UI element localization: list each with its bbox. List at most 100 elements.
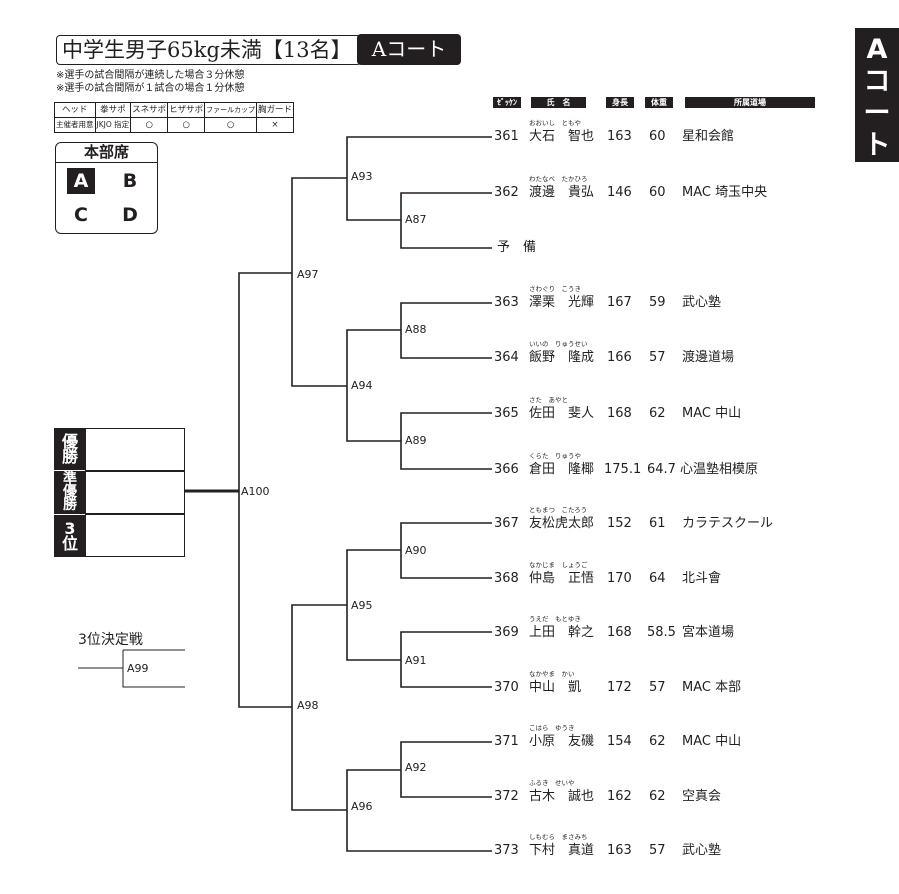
match-a95: A95 xyxy=(351,599,373,612)
entry-number: 366 xyxy=(494,462,519,477)
entry-height: 163 xyxy=(607,129,632,144)
entry-weight: 60 xyxy=(649,129,666,144)
entry-number: 369 xyxy=(494,625,519,640)
side-tab-char: ー xyxy=(863,98,891,129)
match-a88: A88 xyxy=(405,323,427,336)
entry-kana: さた あやと xyxy=(529,396,568,404)
entry-height: 163 xyxy=(607,843,632,858)
entry-name: 澤栗 光輝 xyxy=(529,295,595,310)
entry-name: 渡邊 貴弘 xyxy=(529,185,595,200)
match-a92: A92 xyxy=(405,761,427,774)
match-a98: A98 xyxy=(297,699,319,712)
result-label-first: 優勝 xyxy=(54,428,86,470)
match-a91: A91 xyxy=(405,654,427,667)
honbu-cell-d: D xyxy=(122,204,138,226)
entry-kana: ふるき せいや xyxy=(529,779,575,787)
entry-dojo: 空真会 xyxy=(682,789,722,804)
honbu-cell-b: B xyxy=(122,170,138,192)
header-zekken: ｾﾞｯｹﾝ xyxy=(493,97,521,108)
entry-number: 371 xyxy=(494,734,519,749)
entry-kana: ともまつ こたろう xyxy=(529,506,588,514)
entry-number: 365 xyxy=(494,406,519,421)
entry-number: 362 xyxy=(494,185,519,200)
entry-number: 364 xyxy=(494,350,519,365)
entry-kana: うえだ もとゆき xyxy=(529,615,581,623)
entry-dojo: 北斗會 xyxy=(682,571,722,586)
match-a93: A93 xyxy=(351,170,373,183)
honbu-cell-c: C xyxy=(74,204,88,226)
entry-weight: 57 xyxy=(649,350,666,365)
equip-value: × xyxy=(255,117,294,133)
entry-name: 飯野 隆成 xyxy=(529,350,595,365)
entry-number: 368 xyxy=(494,571,519,586)
result-box-third xyxy=(85,514,185,557)
entry-name: 予 備 xyxy=(497,240,537,255)
entry-weight: 57 xyxy=(649,843,666,858)
honbu-cell-a: A xyxy=(67,168,95,194)
entry-name: 中山 凱 xyxy=(529,680,582,695)
entry-dojo: 心温塾相模原 xyxy=(680,462,759,477)
equip-value: ○ xyxy=(167,117,206,133)
entry-weight: 58.5 xyxy=(647,625,676,640)
entry-weight: 61 xyxy=(649,516,666,531)
entry-name: 佐田 斐人 xyxy=(529,406,595,421)
entry-dojo: 武心塾 xyxy=(682,843,722,858)
third-place-title: 3位決定戦 xyxy=(78,632,143,648)
entry-weight: 59 xyxy=(649,295,666,310)
result-box-first xyxy=(85,428,185,471)
bracket-a97 xyxy=(291,177,347,387)
match-a89: A89 xyxy=(405,434,427,447)
third-place-lines xyxy=(78,649,185,688)
note-2: ※選手の試合間隔が１試合の場合１分休憩 xyxy=(56,83,245,94)
entry-kana: さわぐり こうき xyxy=(529,285,581,293)
entry-kana: しもむら まさみち xyxy=(529,833,588,841)
entry-number: 373 xyxy=(494,843,519,858)
equipment-table: ヘッド 拳サポ スネサポ ヒザサポ ファールカップ 胸ガード 主催者用意 JKJ… xyxy=(54,102,294,133)
header-weight: 体重 xyxy=(645,97,673,108)
entry-height: 175.1 xyxy=(604,462,642,477)
header-name: 氏 名 xyxy=(531,97,586,108)
entry-name: 下村 真道 xyxy=(529,843,595,858)
side-tab-char: A xyxy=(866,34,888,65)
entry-weight: 64.7 xyxy=(647,462,676,477)
entry-dojo: MAC 本部 xyxy=(682,680,742,695)
entry-kana: なかやま かい xyxy=(529,670,575,678)
entry-name: 仲島 正悟 xyxy=(529,571,595,586)
entry-number: 372 xyxy=(494,789,519,804)
header-dojo: 所属道場 xyxy=(685,97,815,108)
entry-weight: 60 xyxy=(649,185,666,200)
entry-height: 172 xyxy=(607,680,632,695)
entry-height: 152 xyxy=(607,516,632,531)
entry-number: 367 xyxy=(494,516,519,531)
entry-name: 友松虎太郎 xyxy=(529,516,595,531)
honbu-box xyxy=(55,142,158,234)
entry-dojo: 渡邊道場 xyxy=(682,350,735,365)
match-a100: A100 xyxy=(241,485,270,498)
entry-kana: おおいし ともや xyxy=(529,119,581,127)
entry-name: 倉田 隆椰 xyxy=(529,462,595,477)
entry-number: 363 xyxy=(494,295,519,310)
entry-dojo: 星和会館 xyxy=(682,129,735,144)
entry-height: 154 xyxy=(607,734,632,749)
honbu-title: 本部席 xyxy=(55,142,158,163)
entry-kana: こはら ゆうき xyxy=(529,724,575,732)
match-a87: A87 xyxy=(405,213,427,226)
entry-dojo: MAC 中山 xyxy=(682,406,742,421)
entry-name: 小原 友磯 xyxy=(529,734,595,749)
court-side-tab: A コ ー ト xyxy=(855,28,899,162)
entry-dojo: 宮本道場 xyxy=(682,625,735,640)
entry-height: 168 xyxy=(607,625,632,640)
result-label-second: 準優勝 xyxy=(54,471,86,514)
entry-weight: 57 xyxy=(649,680,666,695)
page-title: 中学生男子65kg未満【13名】 xyxy=(62,38,352,62)
entry-weight: 62 xyxy=(649,406,666,421)
entry-kana: なかじま しょうご xyxy=(529,561,588,569)
court-tag: Aコート xyxy=(357,34,461,65)
result-box-second xyxy=(85,471,185,514)
note-1: ※選手の試合間隔が連続した場合３分休憩 xyxy=(56,70,245,81)
side-tab-char: ト xyxy=(863,130,891,161)
entry-height: 170 xyxy=(607,571,632,586)
entry-height: 166 xyxy=(607,350,632,365)
header-height: 身長 xyxy=(606,97,634,108)
